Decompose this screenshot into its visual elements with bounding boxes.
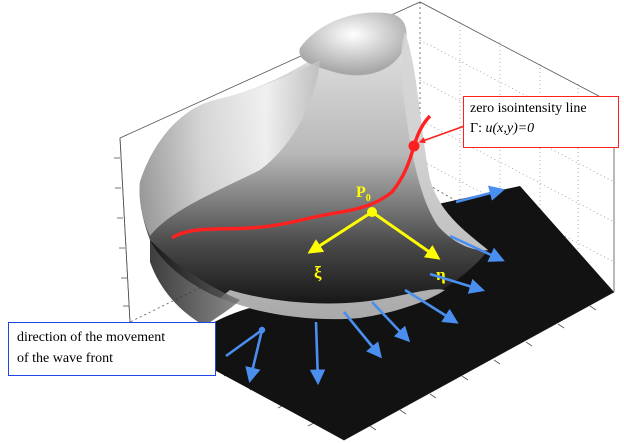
direction-line-1: direction of the movement bbox=[17, 327, 207, 348]
zero-line-title: zero isointensity line bbox=[470, 99, 612, 119]
direction-callout: direction of the movement of the wave fr… bbox=[8, 322, 216, 376]
direction-pointer-dot bbox=[259, 327, 265, 333]
box-left-edge bbox=[120, 138, 130, 322]
direction-line-2: of the wave front bbox=[17, 348, 207, 369]
gamma-symbol: Γ: bbox=[470, 121, 485, 136]
curve-marker-dot bbox=[409, 141, 420, 152]
zero-line-equation: Γ: u(x,y)=0 bbox=[470, 119, 612, 139]
xi-label: ξ bbox=[314, 263, 322, 282]
zero-line-formula: u(x,y)=0 bbox=[485, 121, 534, 136]
zero-isointensity-callout: zero isointensity line Γ: u(x,y)=0 bbox=[463, 96, 619, 148]
eta-label: η bbox=[436, 265, 446, 284]
